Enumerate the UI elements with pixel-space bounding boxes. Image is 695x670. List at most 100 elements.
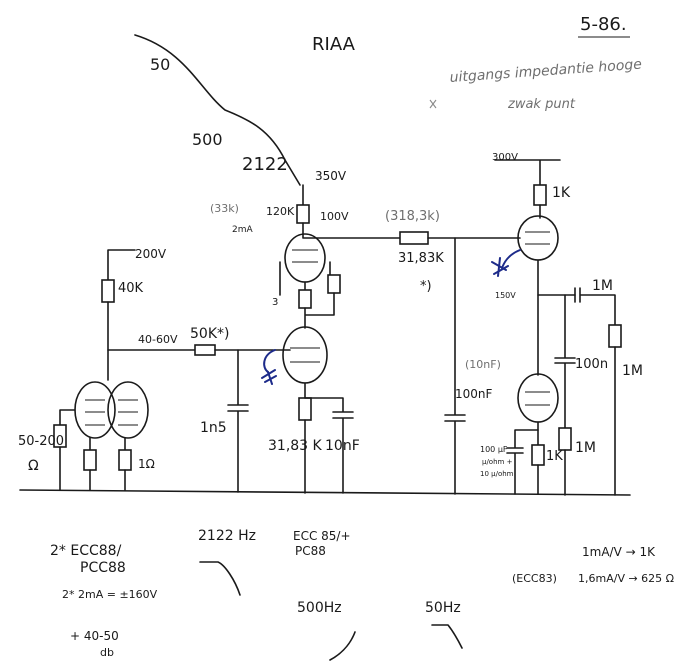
ecc85-note-b: PC88 (295, 544, 326, 558)
left-cathode-ground (89, 469, 126, 491)
output-cap-label: 1M (592, 278, 613, 294)
capacitor-100n (554, 294, 576, 429)
node-voltage-label: 40-60V (138, 333, 178, 346)
capacitor-1n5 (227, 349, 249, 493)
resistor-1k-bottom (531, 444, 545, 466)
calc-note-2b: 1,6mA/V → 625 Ω (578, 572, 674, 585)
small-3-label: 3 (272, 297, 278, 308)
current-note: 2* 2mA = ±160V (62, 588, 158, 601)
middle-upper-tube-grids (292, 249, 318, 263)
resistor-50k-label: 50K*) (190, 326, 229, 342)
node-wire (107, 301, 196, 351)
resistor-1m-right (608, 324, 622, 348)
left-tube-a (74, 381, 116, 439)
input-wire (59, 409, 76, 426)
small-150-label: 150V (495, 291, 516, 300)
resistor-1m-right-label: 1M (622, 363, 643, 379)
blue-arc-left (263, 349, 276, 373)
middle-lower-tube (282, 326, 328, 384)
resistor-120k (296, 204, 310, 224)
resistor-40k-label: 40K (118, 281, 144, 296)
resistor-1k-top (533, 184, 547, 206)
curve-500-sketch (329, 631, 356, 661)
note-cross-mark (429, 99, 437, 109)
capacitor-100nf-alt-label: (10nF) (465, 358, 501, 371)
capacitor-100n-label: 100n (575, 357, 608, 372)
resistor-40k (101, 279, 115, 303)
resistor-middle-a (298, 289, 312, 309)
calc-note-2a: (ECC83) (512, 572, 557, 585)
curve-50-sketch (431, 624, 463, 649)
star-note-label: *) (420, 279, 432, 294)
right-supply-label: 300V (492, 152, 518, 163)
ecc85-note-a: ECC 85/+ (293, 529, 351, 543)
riaa-curve (134, 34, 301, 186)
middle-upper-tube (284, 233, 326, 283)
resistor-middle-b (327, 274, 341, 294)
left-supply-label: 200V (135, 247, 167, 261)
middle-lower-tube-grids (290, 347, 320, 363)
cathode-cap-label-c: 10 μ/ohm (480, 470, 514, 478)
resistor-3183k (399, 231, 429, 245)
middle-upper-side-wires (279, 261, 331, 296)
blue-diode-mark-left (261, 369, 277, 385)
left-cathode-wires (89, 437, 126, 451)
right-upper-tube (517, 215, 559, 261)
middle-plate-wire (302, 222, 401, 239)
resistor-1m-bottom (558, 427, 572, 451)
resistor-50k (194, 344, 216, 356)
curve-label-2122: 2122 (242, 154, 288, 175)
blue-arc-right (501, 249, 521, 269)
tubes-note-b: PCC88 (80, 560, 126, 576)
ground-bus (19, 489, 631, 496)
resistor-1k-bottom-label: 1K (546, 449, 563, 464)
resistor-3183k-low-label: 31,83 K (268, 438, 323, 454)
resistor-cathode-a (83, 449, 97, 471)
note-line-2: zwak punt (507, 97, 576, 112)
cathode-cap-label-b: μ/ohm + (482, 458, 513, 466)
blue-diode-mark-right (491, 257, 509, 277)
freq-50-label: 50Hz (425, 600, 461, 616)
capacitor-100nf (444, 237, 466, 495)
capacitor-100nf-label: 100nF (455, 387, 493, 401)
freq-500-label: 500Hz (297, 600, 342, 616)
capacitor-1n5-label: 1n5 (200, 420, 227, 436)
cathode-1ohm-label: 1Ω (138, 457, 155, 471)
capacitor-10nf-label: 10nF (325, 438, 360, 454)
curve-label-500: 500 (192, 130, 223, 149)
right-lower-tube-grids (525, 391, 550, 406)
resistor-3183k-alt-label: (318,3k) (385, 209, 440, 224)
capacitor-10nf (304, 397, 354, 494)
current-2ma-label: 2mA (232, 225, 253, 235)
resistor-1k-top-label: 1K (552, 185, 571, 201)
right-lower-tube (517, 373, 559, 423)
date-label: 5-86. (580, 14, 627, 35)
resistor-1m-bottom-label: 1M (575, 440, 596, 456)
tubes-note-a: 2* ECC88/ (50, 543, 122, 559)
note-line-1: uitgangs impedantie hooge (449, 57, 642, 86)
gain-note-b: db (100, 646, 114, 659)
input-resistor-label: 50-200 (18, 434, 64, 449)
gain-note-a: + 40-50 (70, 629, 119, 643)
left-tube-grids (85, 399, 138, 426)
left-tube-b (107, 381, 149, 439)
right-supply-wire (494, 159, 561, 186)
middle-supply-label: 350V (315, 169, 347, 183)
output-capacitor (574, 287, 616, 326)
right-upper-tube-grids (525, 231, 550, 245)
input-ohm-label: Ω (28, 458, 39, 474)
left-supply-wire (107, 249, 136, 281)
title-label: RIAA (312, 34, 356, 55)
resistor-3183k-low (298, 397, 312, 421)
middle-link-wires (304, 292, 335, 329)
middle-low-supply-label: 100V (320, 210, 349, 223)
curve-2122-sketch (199, 561, 241, 596)
resistor-120k-label: 120K (266, 205, 295, 218)
calc-note-1: 1mA/V → 1K (582, 545, 656, 559)
freq-2122-label: 2122 Hz (198, 528, 256, 544)
right-output-wire (537, 259, 576, 296)
resistor-3183k-label: 31,83K (398, 251, 444, 266)
resistor-120k-alt-label: (33k) (210, 202, 239, 215)
resistor-cathode-b (118, 449, 132, 471)
